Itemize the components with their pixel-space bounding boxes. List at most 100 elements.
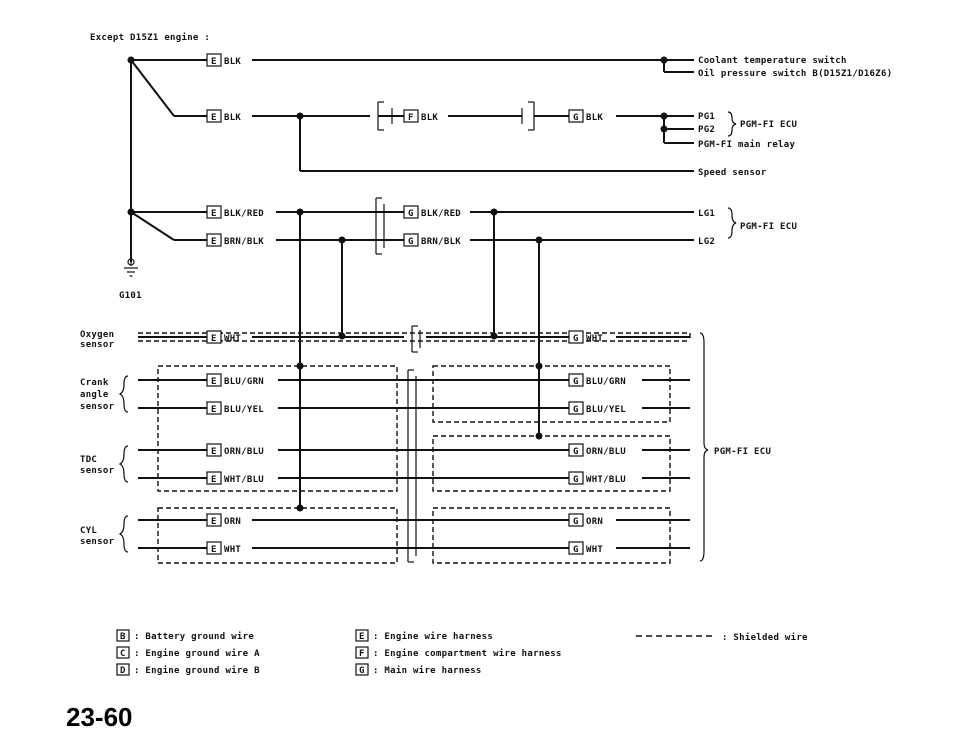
svg-text:G: G: [573, 113, 578, 123]
crank-sensor-label-line1: Crank: [80, 378, 109, 388]
harness-box-e: E: [206, 53, 222, 67]
svg-text:E: E: [211, 209, 216, 219]
harness-box-g: G: [568, 541, 584, 555]
harness-box-g: G: [568, 330, 584, 344]
lg1-label: LG1: [698, 209, 715, 219]
oil-pressure-switch: Oil pressure switch B(D15Z1/D16Z6): [698, 68, 892, 79]
wire-label-blk-1: BLK: [224, 57, 241, 67]
svg-text:E: E: [211, 237, 216, 247]
harness-box-e: E: [206, 109, 222, 123]
wire-label-blk-red-1: BLK/RED: [224, 209, 264, 219]
wire-label-brn-blk-1: BRN/BLK: [224, 237, 264, 247]
svg-text:E: E: [211, 475, 216, 485]
svg-text:G: G: [408, 237, 413, 247]
svg-text:E: E: [211, 377, 216, 387]
svg-text:D: D: [120, 666, 126, 676]
wire-label-blu-yel-1: BLU/YEL: [224, 405, 264, 415]
harness-box-e: E: [206, 443, 222, 457]
ground-icon: [124, 255, 138, 277]
wire-label-wht-blu-2: WHT/BLU: [586, 475, 626, 485]
svg-text:B: B: [120, 632, 126, 642]
crank-sensor-label-line2: angle: [80, 390, 109, 400]
wire-label-orn-2: ORN: [586, 517, 603, 527]
harness-box-g: G: [568, 373, 584, 387]
harness-labels: E BLK E BLK F BLK G BLK E BLK/RED G BLK/…: [206, 53, 626, 555]
diagram-title: Except D15Z1 engine :: [90, 32, 210, 43]
svg-text:E: E: [211, 57, 216, 67]
cyl-sensor-label-line1: CYL: [80, 526, 97, 536]
svg-text:G: G: [573, 405, 578, 415]
crank-sensor-label-line3: sensor: [80, 402, 115, 412]
harness-box-g: G: [568, 471, 584, 485]
wire-label-wht-2: WHT: [586, 334, 603, 344]
harness-box-f: F: [403, 109, 419, 123]
svg-text:F: F: [408, 113, 413, 123]
tdc-sensor-label-line2: sensor: [80, 466, 115, 476]
svg-text:: Engine ground wire A: : Engine ground wire A: [134, 648, 260, 659]
svg-text:G: G: [573, 377, 578, 387]
harness-box-e: E: [206, 233, 222, 247]
wire-label-blk-red-2: BLK/RED: [421, 209, 461, 219]
svg-text:: Shielded wire: : Shielded wire: [722, 632, 808, 643]
wire-label-wht-1: WHT: [224, 334, 241, 344]
wire-label-blk-4: BLK: [586, 113, 603, 123]
pg2-label: PG2: [698, 125, 715, 135]
legend-item-d: D : Engine ground wire B: [116, 663, 260, 676]
lg2-label: LG2: [698, 237, 715, 247]
tdc-sensor-label-line1: TDC: [80, 455, 97, 465]
page-number: 23-60: [66, 702, 133, 732]
harness-box-e: E: [206, 513, 222, 527]
speed-sensor-label: Speed sensor: [698, 168, 767, 178]
harness-box-g: G: [568, 401, 584, 415]
wire-label-brn-blk-2: BRN/BLK: [421, 237, 461, 247]
harness-box-g: G: [568, 513, 584, 527]
svg-text:F: F: [359, 649, 364, 659]
harness-box-g: G: [568, 109, 584, 123]
oxygen-sensor-label-line1: Oxygen: [80, 330, 114, 340]
svg-text:G: G: [408, 209, 413, 219]
harness-box-g: G: [403, 205, 419, 219]
wire-label-blk-3: BLK: [421, 113, 438, 123]
svg-text:G: G: [573, 447, 578, 457]
svg-text:G: G: [359, 666, 364, 676]
svg-text:E: E: [211, 113, 216, 123]
harness-box-e: E: [206, 205, 222, 219]
svg-text:E: E: [211, 447, 216, 457]
sensor-wiring: Oxygen sensor Crank angle sensor TDC sen…: [80, 325, 771, 564]
svg-text:: Engine wire harness: : Engine wire harness: [373, 631, 493, 642]
legend-item-e: E : Engine wire harness: [355, 629, 493, 642]
svg-text:E: E: [211, 405, 216, 415]
wire-label-wht-4: WHT: [586, 545, 603, 555]
legend-item-g: G : Main wire harness: [355, 663, 481, 676]
svg-text:: Engine compartment wire harn: : Engine compartment wire harness: [373, 648, 562, 659]
cyl-sensor-label-line2: sensor: [80, 537, 115, 547]
pg1-label: PG1: [698, 112, 715, 122]
svg-text:: Battery ground wire: : Battery ground wire: [134, 631, 254, 642]
svg-text:E: E: [211, 334, 216, 344]
legend-item-c: C : Engine ground wire A: [116, 646, 260, 659]
svg-text:: Engine ground wire B: : Engine ground wire B: [134, 665, 260, 676]
wire-label-orn-blu-2: ORN/BLU: [586, 447, 626, 457]
svg-text:G: G: [573, 475, 578, 485]
ground-wiring: G101 Coolant temperature switch Oil pres…: [119, 55, 892, 512]
svg-text:E: E: [211, 517, 216, 527]
wire-label-blu-grn-2: BLU/GRN: [586, 377, 626, 387]
wire-label-blk-2: BLK: [224, 113, 241, 123]
legend-item-f: F : Engine compartment wire harness: [355, 646, 562, 659]
pgm-fi-ecu-label-3: PGM-FI ECU: [714, 447, 771, 457]
harness-box-g: G: [568, 443, 584, 457]
ground-label: G101: [119, 291, 142, 301]
wire-label-blu-grn-1: BLU/GRN: [224, 377, 264, 387]
oxygen-sensor-label-line2: sensor: [80, 340, 115, 350]
legend-item-b: B : Battery ground wire: [116, 629, 254, 642]
pgm-fi-ecu-label-1: PGM-FI ECU: [740, 120, 797, 130]
svg-text:C: C: [120, 649, 125, 659]
harness-box-g: G: [403, 233, 419, 247]
harness-box-e: E: [206, 401, 222, 415]
svg-text:G: G: [573, 517, 578, 527]
coolant-temp-switch: Coolant temperature switch: [698, 55, 847, 66]
svg-text:E: E: [211, 545, 216, 555]
wire-label-wht-3: WHT: [224, 545, 241, 555]
wire-label-orn-1: ORN: [224, 517, 241, 527]
pgm-fi-ecu-label-2: PGM-FI ECU: [740, 222, 797, 232]
